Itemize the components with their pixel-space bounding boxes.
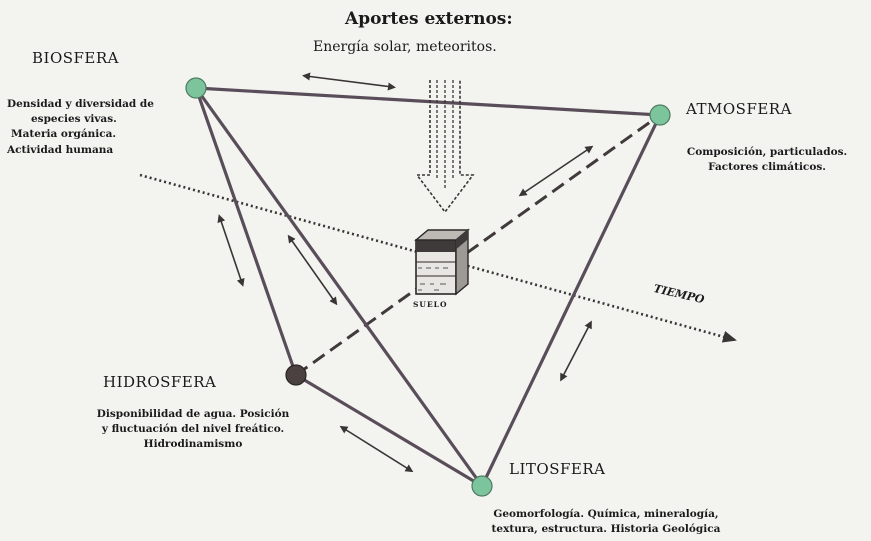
litosfera-node — [471, 475, 493, 497]
edge-biosfera-hidrosfera — [194, 87, 298, 376]
litosfera-desc-line: Geomorfología. Química, mineralogía, — [493, 508, 719, 520]
biosfera-description: Densidad y diversidad de especies vivas.… — [7, 97, 177, 158]
exchange-arrow-atmosfera-litosfera — [560, 320, 592, 382]
hidrosfera-desc-line: Disponibilidad de agua. Posición — [96, 408, 290, 420]
biosfera-desc-line: Materia orgánica. — [11, 128, 117, 141]
atmosfera-desc-line: Composición, particulados. — [686, 146, 848, 158]
external-input-arrow — [415, 80, 475, 214]
hidrosfera-node — [285, 364, 307, 386]
hidrosfera-description: Disponibilidad de agua. Posición y fluct… — [68, 407, 318, 453]
edge-biosfera-litosfera — [194, 87, 484, 487]
external-inputs-subtitle: Energía solar, meteoritos. — [313, 39, 497, 55]
exchange-arrow-atmosfera-center — [518, 145, 594, 197]
hidrosfera-desc-line: y fluctuación del nivel freático. — [101, 423, 285, 436]
hidrosfera-desc-line: Hidrodinamismo — [143, 438, 243, 451]
soil-block — [414, 228, 470, 296]
biosfera-label: BIOSFERA — [32, 49, 120, 67]
exchange-arrow-biosfera-atmosfera — [302, 72, 396, 91]
litosfera-desc-line: textura, estructura. Historia Geológica — [491, 523, 721, 536]
exchange-arrow-biosfera-litosfera — [287, 234, 338, 306]
suelo-label: SUELO — [413, 300, 448, 309]
exchange-arrow-biosfera-hidrosfera — [217, 214, 245, 287]
edge-hidrosfera-atmosfera — [295, 113, 661, 377]
hidrosfera-label: HIDROSFERA — [103, 373, 217, 391]
biosfera-node — [185, 77, 207, 99]
litosfera-label: LITOSFERA — [509, 460, 606, 478]
edge-biosfera-atmosfera — [195, 86, 661, 117]
edge-hidrosfera-litosfera — [295, 373, 483, 488]
biosfera-desc-line: Densidad y diversidad de — [7, 98, 154, 110]
external-inputs-title: Aportes externos: — [345, 9, 513, 29]
atmosfera-node — [649, 104, 671, 126]
exchange-arrow-hidrosfera-litosfera — [339, 425, 414, 473]
atmosfera-desc-line: Factores climáticos. — [708, 161, 826, 174]
litosfera-description: Geomorfología. Química, mineralogía, tex… — [456, 507, 756, 537]
atmosfera-label: ATMOSFERA — [686, 100, 792, 118]
edge-atmosfera-litosfera — [480, 114, 662, 487]
biosfera-desc-line: Actividad humana — [7, 143, 114, 156]
biosfera-desc-line: especies vivas. — [31, 113, 117, 126]
atmosfera-description: Composición, particulados. Factores clim… — [667, 145, 867, 175]
